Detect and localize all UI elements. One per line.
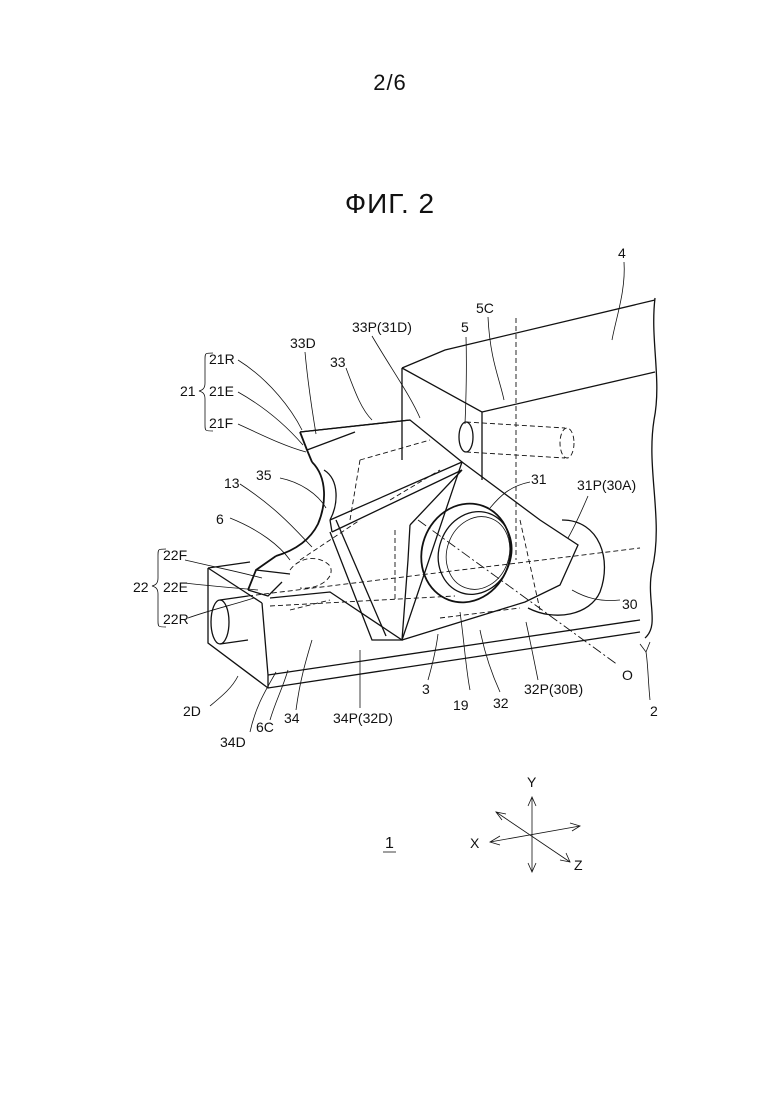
label-4: 4 bbox=[618, 245, 626, 261]
label-O: O bbox=[622, 667, 633, 683]
leader-lines bbox=[185, 262, 650, 732]
figure-ref-1: 1 bbox=[385, 835, 394, 852]
label-2D: 2D bbox=[183, 703, 201, 719]
label-19: 19 bbox=[453, 697, 469, 713]
label-21R: 21R bbox=[209, 351, 235, 367]
label-6: 6 bbox=[216, 511, 224, 527]
label-31P30A: 31P(30A) bbox=[577, 477, 636, 493]
label-21F: 21F bbox=[209, 415, 233, 431]
label-22R: 22R bbox=[163, 611, 189, 627]
label-33D: 33D bbox=[290, 335, 316, 351]
label-5C: 5C bbox=[476, 300, 494, 316]
label-34D: 34D bbox=[220, 734, 246, 750]
label-5: 5 bbox=[461, 319, 469, 335]
label-30: 30 bbox=[622, 596, 638, 612]
label-32P30B: 32P(30B) bbox=[524, 681, 583, 697]
axis-label-z: Z bbox=[574, 857, 583, 873]
label-33: 33 bbox=[330, 354, 346, 370]
axis-label-x: X bbox=[470, 835, 480, 851]
label-21: 21 bbox=[180, 383, 196, 399]
label-6C: 6C bbox=[256, 719, 274, 735]
label-31: 31 bbox=[531, 471, 547, 487]
coordinate-axes: Y X Z bbox=[470, 774, 583, 873]
cutting-insert bbox=[248, 420, 618, 665]
label-32: 32 bbox=[493, 695, 509, 711]
label-2: 2 bbox=[650, 703, 658, 719]
label-22F: 22F bbox=[163, 547, 187, 563]
label-3: 3 bbox=[422, 681, 430, 697]
label-33P31D: 33P(31D) bbox=[352, 319, 412, 335]
reference-labels: 4 5 5C 33P(31D) 33D 33 21R 21 21E 21F 35… bbox=[133, 245, 658, 750]
axis-label-y: Y bbox=[527, 774, 537, 790]
label-34: 34 bbox=[284, 710, 300, 726]
label-21E: 21E bbox=[209, 383, 234, 399]
holder-body bbox=[208, 298, 657, 688]
label-13: 13 bbox=[224, 475, 240, 491]
label-34P32D: 34P(32D) bbox=[333, 710, 393, 726]
label-22E: 22E bbox=[163, 579, 188, 595]
label-35: 35 bbox=[256, 467, 272, 483]
label-22: 22 bbox=[133, 579, 149, 595]
